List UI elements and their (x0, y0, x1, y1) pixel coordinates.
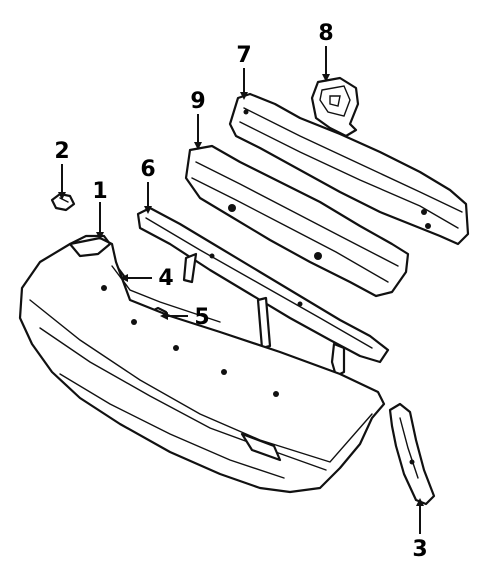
upper-reinforcement-bar (228, 92, 470, 246)
callout-2: 2 (54, 139, 69, 164)
callout-1: 1 (92, 179, 107, 204)
callout-9: 9 (190, 89, 205, 114)
callout-4: 4 (158, 266, 173, 291)
callout-5: 5 (194, 305, 209, 330)
clip (50, 192, 76, 212)
callout-8: 8 (318, 21, 333, 46)
side-bracket (388, 402, 436, 506)
bracket (310, 76, 360, 138)
energy-absorber (184, 144, 410, 298)
callout-3: 3 (412, 537, 427, 562)
callout-6: 6 (140, 157, 155, 182)
bumper-retainer (136, 206, 390, 378)
callout-7: 7 (236, 43, 251, 68)
bumper-cover (18, 234, 386, 494)
